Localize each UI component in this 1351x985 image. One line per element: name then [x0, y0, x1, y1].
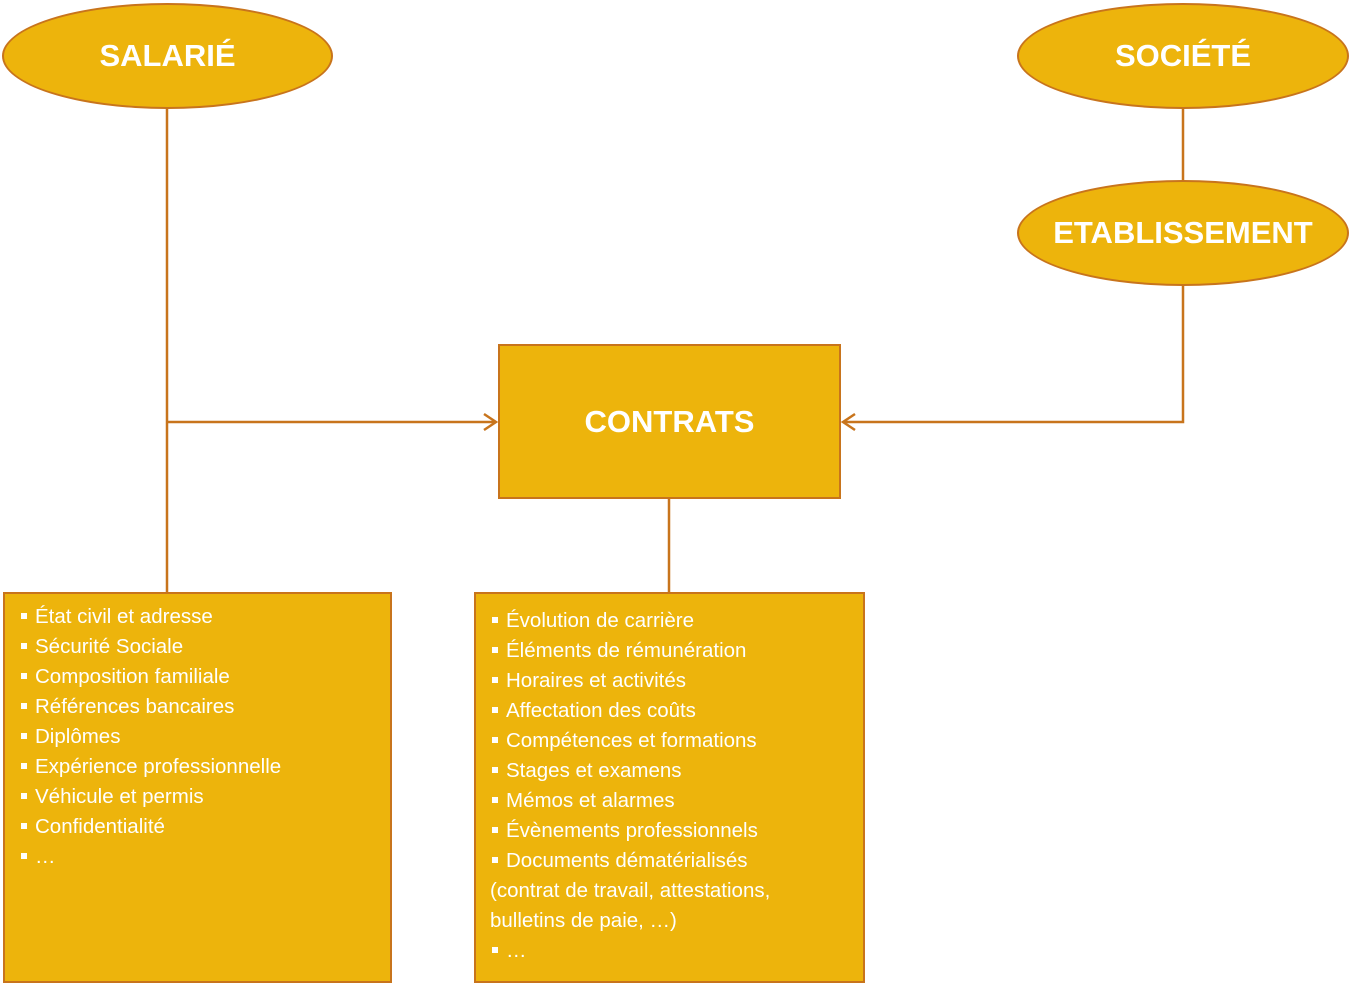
list-item: Affectation des coûts	[490, 696, 863, 726]
societe-node: SOCIÉTÉ	[1017, 3, 1349, 109]
etablissement-label: ETABLISSEMENT	[1053, 215, 1313, 250]
list-item: Sécurité Sociale	[19, 632, 390, 662]
list-item: Composition familiale	[19, 662, 390, 692]
list-item: Compétences et formations	[490, 726, 863, 756]
list-item: Horaires et activités	[490, 666, 863, 696]
list-item: Références bancaires	[19, 692, 390, 722]
list-item-continuation: (contrat de travail, attestations,	[490, 879, 771, 902]
etablissement-node: ETABLISSEMENT	[1017, 180, 1349, 286]
contrats-label: CONTRATS	[584, 403, 755, 439]
contrats-details-box: Évolution de carrière Éléments de rémuné…	[474, 592, 865, 983]
list-item: Éléments de rémunération	[490, 636, 863, 666]
list-item: Diplômes	[19, 722, 390, 752]
arrow-head-left	[483, 412, 499, 432]
list-item: Stages et examens	[490, 756, 863, 786]
societe-label: SOCIÉTÉ	[1114, 38, 1252, 73]
etablissement-to-contrats-line	[843, 285, 1185, 424]
salarie-node: SALARIÉ	[2, 3, 333, 109]
salarie-details-box: État civil et adresse Sécurité Sociale C…	[3, 592, 392, 983]
list-item: …	[490, 936, 863, 966]
list-item: Évolution de carrière	[490, 606, 863, 636]
list-item: Expérience professionnelle	[19, 752, 390, 782]
list-item: État civil et adresse	[19, 602, 390, 632]
contrats-node: CONTRATS	[498, 344, 841, 499]
list-item: Évènements professionnels	[490, 816, 863, 846]
arrow-head-right	[840, 412, 856, 432]
list-item: Véhicule et permis	[19, 782, 390, 812]
salarie-label: SALARIÉ	[99, 38, 236, 73]
list-item: Confidentialité	[19, 812, 390, 842]
list-item: Mémos et alarmes	[490, 786, 863, 816]
list-item: Documents dématérialisés	[490, 846, 863, 876]
list-item: …	[19, 842, 390, 872]
list-item-continuation: bulletins de paie, …)	[490, 909, 677, 932]
